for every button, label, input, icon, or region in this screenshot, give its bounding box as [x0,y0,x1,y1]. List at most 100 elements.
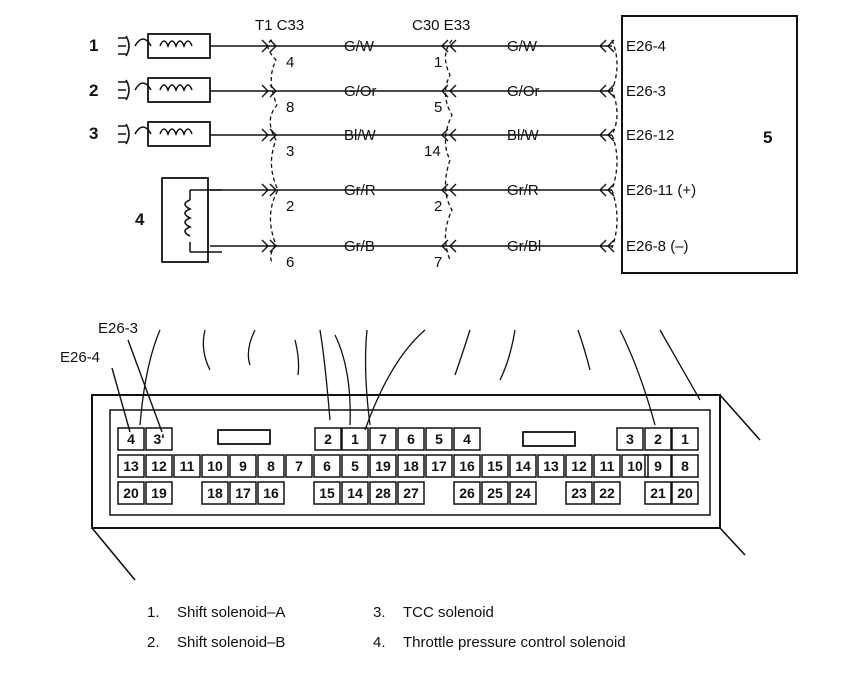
connector-pin: 9 [644,454,672,478]
connector-pin: 27 [397,481,425,505]
pin-number: 2 [324,431,332,447]
pin-number: 20 [123,485,139,501]
legend-num-1: 1. [147,604,160,621]
connector-pin: 17 [229,481,257,505]
wire-color-right: G/W [507,38,538,55]
connector-pin: 26 [453,481,481,505]
component-label-1: 1 [89,36,98,55]
pin-number: 18 [403,458,419,474]
pin-number: 4 [127,431,135,447]
solenoid-4: 4 [135,177,222,263]
pin-t1-c33: 4 [286,54,294,71]
pin-number: 2 [654,431,662,447]
pin-number: 15 [487,458,503,474]
pin-number: 8 [267,458,275,474]
connector-label-c30-e33: C30 E33 [412,17,470,34]
connector-pin: 10 [201,454,229,478]
pin-number: 9 [654,458,662,474]
connector-pin: 6 [313,454,341,478]
pin-t1-c33: 8 [286,99,294,116]
legend-text-3: TCC solenoid [403,604,494,621]
connector-pin: 9 [229,454,257,478]
wire-color-right: Gr/Bl [507,238,541,255]
pin-number: 6 [323,458,331,474]
connector-pin: 12 [145,454,173,478]
ecm-terminal-label: E26-8 (–) [626,238,689,255]
legend-text-4: Throttle pressure control solenoid [403,634,626,651]
wire-color-left: Bl/W [344,127,377,144]
connector-pin: 15 [481,454,509,478]
connector-pin: 18 [201,481,229,505]
pin-t1-c33: 3 [286,143,294,160]
ecm-terminal-label: E26-12 [626,127,674,144]
wire-color-left: G/W [344,38,375,55]
connector-pin: 19 [145,481,173,505]
connector-pin: 13 [117,454,145,478]
connector-pin: 5 [341,454,369,478]
pin-number: 3' [153,431,164,447]
solenoid-1: 1 [89,33,211,59]
connector-pin: 8 [671,454,699,478]
ecm-terminal-label: E26-4 [626,38,666,55]
pin-number: 6 [407,431,415,447]
connector-pin: 14 [341,481,369,505]
pin-number: 10 [627,458,643,474]
connector-pin: 21 [644,481,672,505]
callout-e26-3: E26-3 [98,320,138,337]
connector-pin: 4 [453,427,481,451]
wire-color-left: G/Or [344,83,377,100]
connector-label-t1-c33: T1 C33 [255,17,304,34]
pin-number: 17 [235,485,251,501]
legend-num-3: 3. [373,604,386,621]
connector-pin: 11 [173,454,201,478]
component-label-4: 4 [135,210,145,229]
legend-num-2: 2. [147,634,160,651]
pin-number: 19 [375,458,391,474]
pin-number: 19 [151,485,167,501]
pin-number: 3 [626,431,634,447]
pin-number: 11 [180,458,195,474]
connector-pin: 1 [671,427,699,451]
pin-number: 1 [351,431,359,447]
connector-c30-e33-outline [444,39,453,261]
pin-number: 10 [207,458,223,474]
pin-c30-e33: 7 [434,254,442,271]
legend-text-2: Shift solenoid–B [177,634,285,651]
pin-number: 8 [681,458,689,474]
ecm-terminal-label: E26-11 (+) [626,182,696,199]
connector-pin: 6 [397,427,425,451]
connector-pin: 22 [593,481,621,505]
wire-color-right: G/Or [507,83,540,100]
pin-number: 12 [571,458,587,474]
ecm-terminal-label: E26-3 [626,83,666,100]
connector-pin: 3' [145,427,173,451]
pin-number: 17 [431,458,447,474]
connector-pin: 5 [425,427,453,451]
pin-number: 5 [435,431,443,447]
pin-number: 5 [351,458,359,474]
connector-pin: 12 [565,454,593,478]
solenoid-3: 3 [89,121,211,147]
connector-pin: 15 [313,481,341,505]
component-label-2: 2 [89,81,98,100]
pin-c30-e33: 1 [434,54,442,71]
wire-color-right: Gr/R [507,182,539,199]
pin-number: 28 [375,485,391,501]
connector-pin: 3 [616,427,644,451]
pin-number: 14 [515,458,531,474]
connector-pin: 23 [565,481,593,505]
pin-c30-e33: 14 [424,143,441,160]
pin-t1-c33: 2 [286,198,294,215]
connector-pin: 18 [397,454,425,478]
legend-text-1: Shift solenoid–A [177,604,285,621]
pin-number: 7 [379,431,387,447]
pin-number: 18 [207,485,223,501]
pin-number: 20 [677,485,693,501]
connector-pin: 7 [369,427,397,451]
pin-number: 24 [515,485,531,501]
connector-pin: 2 [314,427,342,451]
